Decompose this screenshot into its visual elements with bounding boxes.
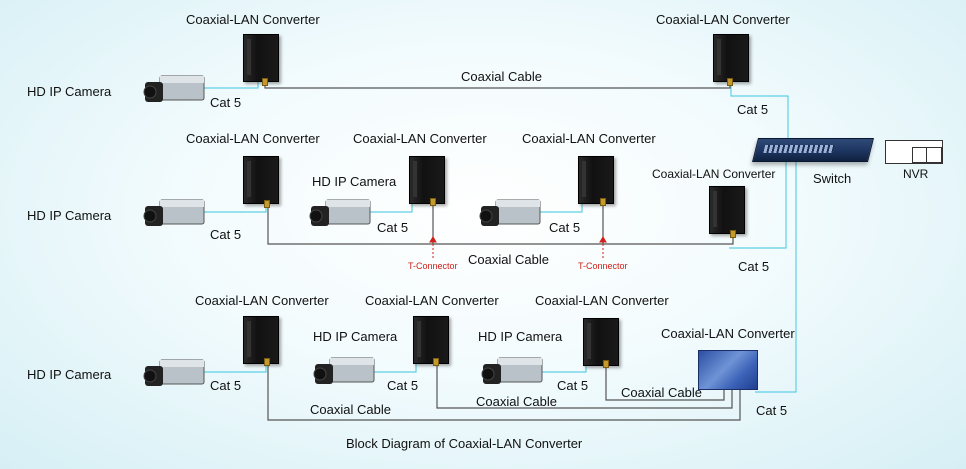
cat5-label: Cat 5 xyxy=(387,378,419,393)
ip-camera-icon xyxy=(479,199,541,226)
coax-lan-converter-icon xyxy=(243,156,279,204)
cat5-line xyxy=(366,196,413,213)
cat5-line xyxy=(370,358,417,373)
nvr-cell xyxy=(912,147,927,163)
converter-label: Coaxial-LAN Converter xyxy=(353,131,487,146)
converter-label: Coaxial-LAN Converter xyxy=(195,293,329,308)
cat5-line xyxy=(755,160,797,393)
converter-label: Coaxial-LAN Converter xyxy=(186,12,320,27)
coax-lan-converter-icon xyxy=(709,186,745,234)
cat5-label: Cat 5 xyxy=(210,227,242,242)
cat5-line xyxy=(538,358,587,373)
coax-lan-converter-icon xyxy=(583,318,619,366)
coax-lan-converter-icon xyxy=(713,34,749,82)
bnc-connector-icon xyxy=(264,358,270,366)
coax-label: Coaxial Cable xyxy=(621,385,702,400)
diagram-caption: Block Diagram of Coaxial-LAN Converter xyxy=(346,436,583,451)
bnc-connector-icon xyxy=(264,200,270,208)
converter-label: Coaxial-LAN Converter xyxy=(535,293,669,308)
coax-lan-converter-icon xyxy=(578,156,614,204)
cat5-label: Cat 5 xyxy=(756,403,788,418)
cat5-label: Cat 5 xyxy=(557,378,589,393)
cat5-label: Cat 5 xyxy=(549,220,581,235)
network-switch-icon xyxy=(752,138,874,162)
ip-camera-icon xyxy=(143,359,205,386)
bnc-connector-icon xyxy=(433,358,439,366)
camera-label: HD IP Camera xyxy=(27,208,112,223)
ip-camera-icon xyxy=(313,357,375,384)
converter-label: Coaxial-LAN Converter xyxy=(652,167,776,181)
bnc-connector-icon xyxy=(603,360,609,368)
ip-camera-icon xyxy=(309,199,371,226)
ip-camera-icon xyxy=(481,357,543,384)
t-connector-arrow xyxy=(599,236,607,243)
nvr-cell xyxy=(926,147,942,163)
coax-lan-converter-icon xyxy=(243,316,279,364)
cat5-label: Cat 5 xyxy=(738,259,770,274)
coax-line xyxy=(267,364,741,421)
t-connector-arrow xyxy=(429,236,437,243)
converter-label: Coaxial-LAN Converter xyxy=(186,131,320,146)
bnc-connector-icon xyxy=(600,198,606,206)
nvr-icon xyxy=(885,140,943,164)
coax-label: Coaxial Cable xyxy=(461,69,542,84)
camera-label: HD IP Camera xyxy=(27,84,112,99)
t-connector-label: T-Connector xyxy=(578,261,628,271)
cat5-line xyxy=(730,86,789,142)
converter-label: Coaxial-LAN Converter xyxy=(656,12,790,27)
switch-label: Switch xyxy=(813,171,852,186)
converter-label: Coaxial-LAN Converter xyxy=(661,326,795,341)
coax-line xyxy=(436,364,733,409)
cat5-line xyxy=(537,196,583,213)
nvr-label: NVR xyxy=(903,167,929,181)
bnc-connector-icon xyxy=(727,78,733,86)
coax-line xyxy=(264,84,731,89)
cat5-label: Cat 5 xyxy=(377,220,409,235)
bnc-connector-icon xyxy=(430,198,436,206)
camera-label: HD IP Camera xyxy=(312,174,397,189)
t-connector-label: T-Connector xyxy=(408,261,458,271)
rack-converter-icon xyxy=(698,350,758,390)
coax-lan-converter-icon xyxy=(409,156,445,204)
bnc-connector-icon xyxy=(730,230,736,238)
camera-label: HD IP Camera xyxy=(478,329,563,344)
converter-label: Coaxial-LAN Converter xyxy=(522,131,656,146)
converter-label: Coaxial-LAN Converter xyxy=(365,293,499,308)
camera-label: HD IP Camera xyxy=(27,367,112,382)
ip-camera-icon xyxy=(143,199,205,226)
coax-lan-converter-icon xyxy=(413,316,449,364)
coax-lan-converter-icon xyxy=(243,34,279,82)
coax-label: Coaxial Cable xyxy=(310,402,391,417)
coax-label: Coaxial Cable xyxy=(476,394,557,409)
ip-camera-icon xyxy=(143,75,205,102)
cat5-label: Cat 5 xyxy=(210,378,242,393)
camera-label: HD IP Camera xyxy=(313,329,398,344)
coax-line xyxy=(267,206,734,245)
bnc-connector-icon xyxy=(262,78,268,86)
cat5-line xyxy=(729,160,787,249)
coax-line xyxy=(605,364,725,401)
coax-label: Coaxial Cable xyxy=(468,252,549,267)
cat5-label: Cat 5 xyxy=(737,102,769,117)
cat5-label: Cat 5 xyxy=(210,95,242,110)
